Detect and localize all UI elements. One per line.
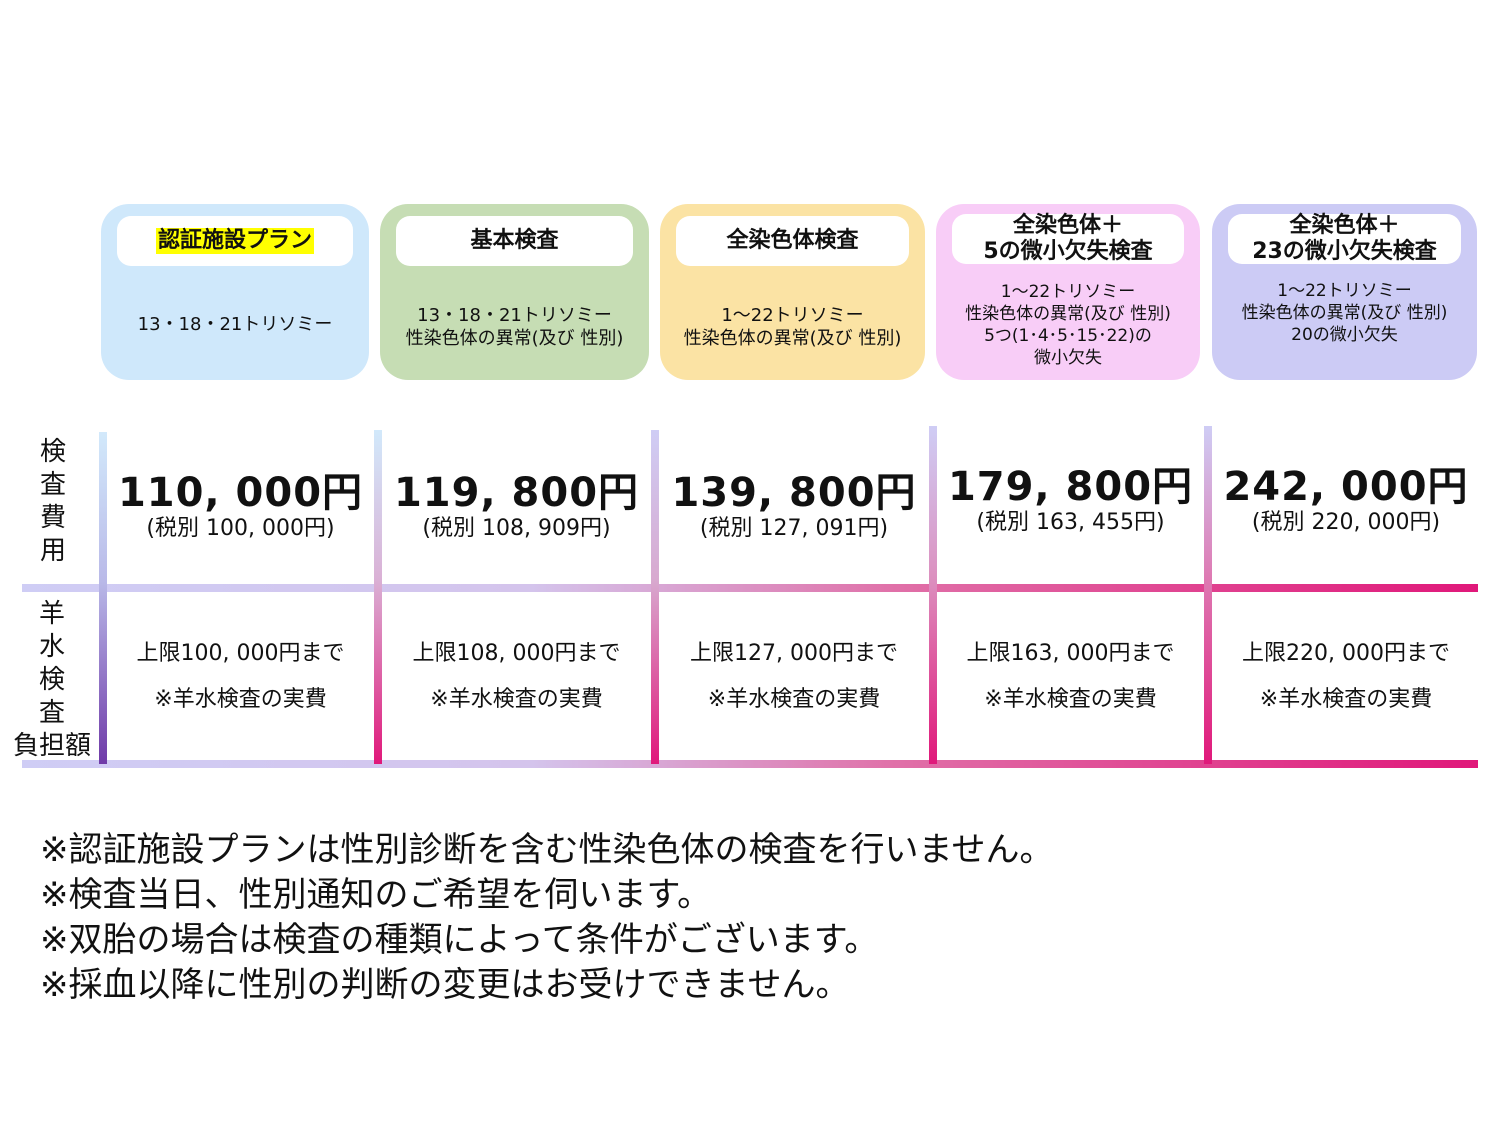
- price-tax-excluded: (税別 108, 909円): [422, 516, 611, 541]
- amnio-note: ※羊水検査の実費: [154, 687, 327, 712]
- plan-title: 全染色体＋23の微小欠失検査: [1228, 213, 1461, 264]
- grid-column-line: [929, 426, 937, 764]
- price-value: 179, 800円: [947, 464, 1194, 510]
- price-cell: 179, 800円 (税別 163, 455円): [937, 426, 1204, 576]
- amnio-cell: 上限220, 000円まで ※羊水検査の実費: [1212, 598, 1480, 756]
- price-tax-excluded: (税別 163, 455円): [976, 510, 1165, 535]
- price-value: 110, 000円: [117, 470, 364, 516]
- amnio-limit: 上限163, 000円まで: [966, 641, 1175, 666]
- footnote: ※双胎の場合は検査の種類によって条件がございます。: [40, 920, 879, 960]
- footnote: ※採血以降に性別の判断の変更はお受けできません。: [40, 965, 850, 1005]
- plan-description: 13・18・21トリソミー: [137, 313, 333, 335]
- amnio-limit: 上限100, 000円まで: [136, 641, 345, 666]
- plan-description: 1～22トリソミー性染色体の異常(及び 性別)20の微小欠失: [1241, 281, 1448, 345]
- price-tax-excluded: (税別 100, 000円): [146, 516, 335, 541]
- row-label-amniocentesis: 羊水 検査 負担額: [12, 599, 91, 761]
- amnio-cell: 上限163, 000円まで ※羊水検査の実費: [937, 598, 1204, 756]
- price-value: 119, 800円: [393, 470, 640, 516]
- grid-column-line: [99, 432, 107, 764]
- row-label-exam-fee: 検査 費用: [39, 437, 66, 566]
- plan-card-all-plus-23: 全染色体＋23の微小欠失検査 1～22トリソミー性染色体の異常(及び 性別)20…: [1212, 204, 1477, 380]
- plan-description: 1～22トリソミー性染色体の異常(及び 性別): [683, 305, 902, 349]
- price-tax-excluded: (税別 127, 091円): [699, 516, 889, 541]
- plan-card-all-chromosome: 全染色体検査 1～22トリソミー性染色体の異常(及び 性別): [660, 204, 925, 380]
- grid-divider-middle: [22, 584, 1478, 592]
- price-cell: 139, 800円 (税別 127, 091円): [659, 432, 929, 582]
- footnotes: ※認証施設プランは性別診断を含む性染色体の検査を行いません。 ※検査当日、性別通…: [40, 828, 1053, 1008]
- price-cell: 242, 000円 (税別 220, 000円): [1212, 426, 1480, 576]
- price-cell: 110, 000円 (税別 100, 000円): [107, 432, 374, 582]
- grid-column-line: [651, 430, 659, 764]
- amnio-cell: 上限100, 000円まで ※羊水検査の実費: [107, 598, 374, 756]
- amnio-note: ※羊水検査の実費: [1259, 687, 1433, 712]
- plan-title: 基本検査: [396, 216, 633, 266]
- amnio-cell: 上限108, 000円まで ※羊水検査の実費: [382, 598, 651, 756]
- footnote: ※認証施設プランは性別診断を含む性染色体の検査を行いません。: [40, 830, 1054, 870]
- amnio-limit: 上限108, 000円まで: [412, 641, 621, 666]
- price-value: 139, 800円: [671, 470, 917, 516]
- grid-divider-bottom: [22, 760, 1478, 768]
- footnote: ※検査当日、性別通知のご希望を伺います。: [40, 875, 712, 915]
- grid-column-line: [374, 430, 382, 764]
- amnio-limit: 上限127, 000円まで: [690, 641, 898, 666]
- plan-card-basic: 基本検査 13・18・21トリソミー性染色体の異常(及び 性別): [380, 204, 649, 380]
- amnio-limit: 上限220, 000円まで: [1242, 641, 1450, 666]
- plan-title: 全染色体検査: [676, 216, 909, 266]
- plan-title: 認証施設プラン: [117, 216, 353, 266]
- plan-description: 1～22トリソミー性染色体の異常(及び 性別) 5つ(1･4･5･15･22)の…: [965, 282, 1171, 368]
- price-cell: 119, 800円 (税別 108, 909円): [382, 432, 651, 582]
- price-tax-excluded: (税別 220, 000円): [1251, 510, 1441, 535]
- plan-card-certified: 認証施設プラン 13・18・21トリソミー: [101, 204, 369, 380]
- amnio-note: ※羊水検査の実費: [984, 687, 1157, 712]
- grid-column-line: [1204, 426, 1212, 764]
- plan-card-all-plus-5: 全染色体＋5の微小欠失検査 1～22トリソミー性染色体の異常(及び 性別) 5つ…: [936, 204, 1200, 380]
- amnio-note: ※羊水検査の実費: [707, 687, 881, 712]
- price-value: 242, 000円: [1223, 464, 1469, 510]
- plan-description: 13・18・21トリソミー性染色体の異常(及び 性別): [405, 305, 624, 349]
- amnio-note: ※羊水検査の実費: [430, 687, 603, 712]
- amnio-cell: 上限127, 000円まで ※羊水検査の実費: [659, 598, 929, 756]
- plan-title: 全染色体＋5の微小欠失検査: [952, 213, 1184, 264]
